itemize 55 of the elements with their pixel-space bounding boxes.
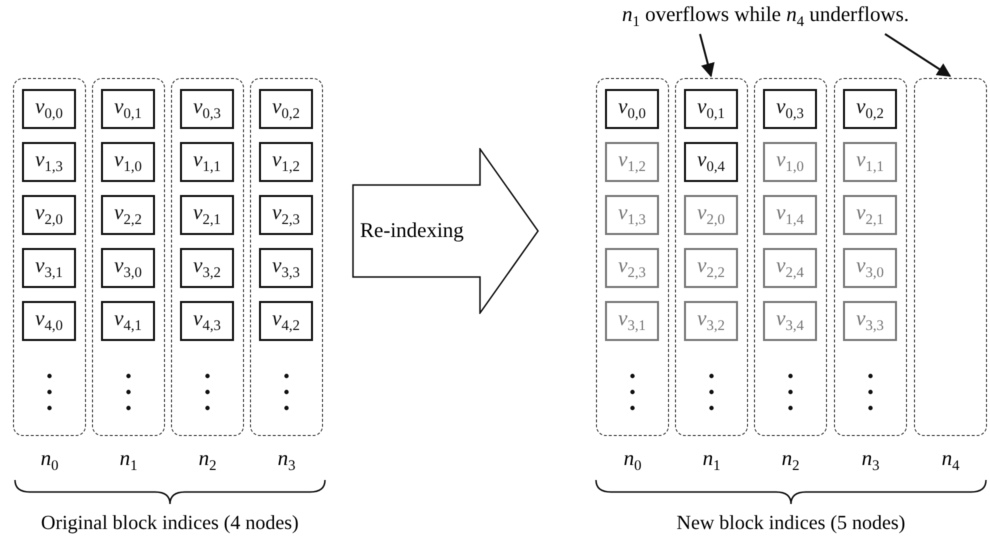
block-box: v$_{0,2}$	[259, 89, 313, 129]
block-box: v$_{3,2}$	[180, 248, 234, 288]
block-box: v$_{1,2}$	[259, 142, 313, 182]
block-box: v$_{0,1}$	[684, 89, 738, 129]
block-box: v$_{0,4}$	[684, 142, 738, 182]
block-box: v$_{3,0}$	[101, 248, 155, 288]
block-box: v$_{2,2}$	[684, 248, 738, 288]
block-box: v$_{2,3}$	[605, 248, 659, 288]
block-box: v$_{2,1}$	[180, 195, 234, 235]
leader-arrow	[699, 34, 715, 78]
block-box: v$_{3,3}$	[259, 248, 313, 288]
block-box: v$_{0,1}$	[101, 89, 155, 129]
block-box: v$_{3,0}$	[843, 248, 897, 288]
caption-text: Original block indices (4 nodes)	[41, 512, 299, 535]
block-box: v$_{1,1}$	[180, 142, 234, 182]
block-box: v$_{2,2}$	[101, 195, 155, 235]
block-box: v$_{2,4}$	[763, 248, 817, 288]
column-label: n$_{1}$	[702, 446, 722, 476]
block-box: v$_{3,3}$	[843, 301, 897, 341]
block-box: v$_{1,0}$	[763, 142, 817, 182]
block-box: v$_{1,1}$	[843, 142, 897, 182]
column-label: n$_{2}$	[198, 446, 218, 476]
column-label: n$_{1}$	[118, 446, 138, 476]
block-box: v$_{0,3}$	[180, 89, 234, 129]
block-box: v$_{2,1}$	[843, 195, 897, 235]
block-box: v$_{1,3}$	[605, 195, 659, 235]
block-box: v$_{4,1}$	[101, 301, 155, 341]
column-label: n$_{3}$	[860, 446, 880, 476]
annotation-text: n$_{1}$ overflows while n$_{4}$ underflows.	[622, 2, 910, 32]
block-box: v$_{2,0}$	[22, 195, 76, 235]
block-box: v$_{1,3}$	[22, 142, 76, 182]
block-box: v$_{0,0}$	[22, 89, 76, 129]
block-box: v$_{0,3}$	[763, 89, 817, 129]
block-box: v$_{4,0}$	[22, 301, 76, 341]
block-box: v$_{3,1}$	[22, 248, 76, 288]
block-box: v$_{2,0}$	[684, 195, 738, 235]
block-box: v$_{1,0}$	[101, 142, 155, 182]
leader-arrow	[884, 33, 952, 77]
column-label: n$_{0}$	[622, 446, 642, 476]
block-box: v$_{3,1}$	[605, 301, 659, 341]
column-label: n$_{3}$	[276, 446, 296, 476]
block-box: v$_{4,3}$	[180, 301, 234, 341]
column-label: n$_{0}$	[40, 446, 60, 476]
block-box: v$_{4,2}$	[259, 301, 313, 341]
column-label: n$_{4}$	[940, 446, 960, 476]
arrow-label: Re-indexing	[360, 218, 464, 243]
column-label: n$_{2}$	[780, 446, 800, 476]
block-box: v$_{3,2}$	[684, 301, 738, 341]
block-box: v$_{3,4}$	[763, 301, 817, 341]
block-box: v$_{0,0}$	[605, 89, 659, 129]
block-box: v$_{1,2}$	[605, 142, 659, 182]
caption-text: New block indices (5 nodes)	[676, 512, 906, 535]
block-box: v$_{0,2}$	[843, 89, 897, 129]
block-box: v$_{1,4}$	[763, 195, 817, 235]
block-box: v$_{2,3}$	[259, 195, 313, 235]
